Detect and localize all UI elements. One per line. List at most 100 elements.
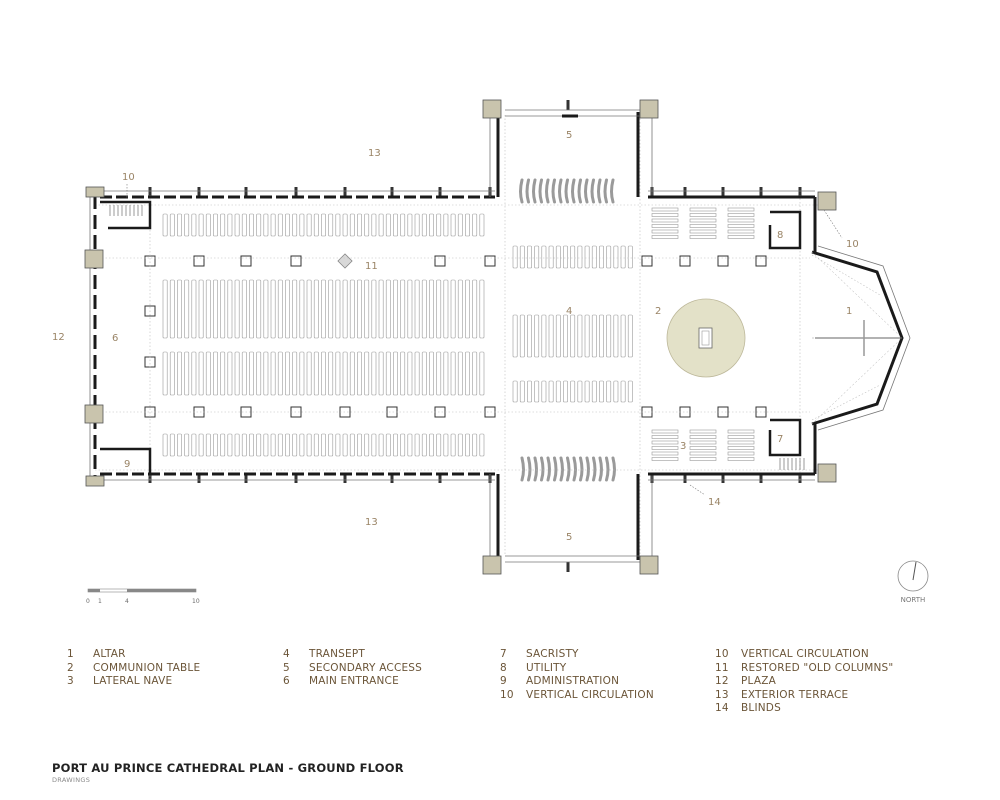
pew xyxy=(306,213,312,237)
pew xyxy=(479,351,485,396)
column xyxy=(144,356,156,368)
pew xyxy=(213,351,218,396)
pew xyxy=(551,178,556,204)
pew xyxy=(689,429,717,434)
plan-label-13-north: 13 xyxy=(368,148,381,159)
column xyxy=(755,255,767,267)
pew xyxy=(205,433,211,457)
pew xyxy=(599,314,604,358)
pew xyxy=(220,213,226,237)
pew xyxy=(371,279,377,339)
wall-post xyxy=(759,187,763,197)
pew xyxy=(512,245,518,269)
pew xyxy=(198,433,204,457)
wall-post xyxy=(390,473,394,483)
pew xyxy=(606,245,612,269)
wall-post xyxy=(343,473,347,483)
pew xyxy=(227,279,233,339)
plan-label-9: 9 xyxy=(124,459,130,470)
wall-post xyxy=(148,473,152,483)
pew xyxy=(371,351,377,396)
pew xyxy=(651,440,679,445)
pew xyxy=(400,213,406,237)
pew xyxy=(590,178,595,204)
plan-label-11: 11 xyxy=(365,261,378,272)
pew xyxy=(270,279,276,339)
pew xyxy=(436,351,442,396)
pew xyxy=(393,213,398,237)
pew xyxy=(527,380,532,403)
pew xyxy=(519,245,525,269)
plan-label-14: 14 xyxy=(708,497,721,508)
scale-label-0: 0 xyxy=(86,598,90,605)
pew xyxy=(584,380,590,403)
pew xyxy=(606,380,612,403)
pew xyxy=(220,351,226,396)
pew xyxy=(299,433,305,457)
pew xyxy=(527,245,532,269)
pew xyxy=(205,351,211,396)
pew xyxy=(525,178,530,204)
pew xyxy=(270,433,276,457)
pew xyxy=(285,433,290,457)
pew xyxy=(548,245,554,269)
pew xyxy=(299,213,305,237)
pew xyxy=(234,279,240,339)
column xyxy=(679,255,691,267)
pew xyxy=(727,435,755,439)
scale-label-10: 10 xyxy=(192,598,200,605)
pew xyxy=(335,279,341,339)
pew xyxy=(613,314,619,358)
pew xyxy=(393,279,398,339)
pew xyxy=(443,433,449,457)
pew xyxy=(584,178,589,204)
pew xyxy=(263,433,269,457)
pew xyxy=(270,213,276,237)
pew xyxy=(436,279,442,339)
pew xyxy=(241,213,247,237)
wall-post xyxy=(759,473,763,483)
pew xyxy=(555,245,561,269)
column xyxy=(290,255,302,267)
pew xyxy=(162,351,168,396)
pew xyxy=(599,380,604,403)
pew xyxy=(436,433,442,457)
pew xyxy=(292,213,298,237)
pew xyxy=(450,213,456,237)
pew xyxy=(277,351,283,396)
leader-lines xyxy=(126,184,843,496)
pew xyxy=(570,245,576,269)
pew xyxy=(472,213,478,237)
pew xyxy=(512,380,518,403)
pew xyxy=(689,446,717,450)
pew xyxy=(162,213,168,237)
pew xyxy=(443,279,449,339)
wall-post xyxy=(683,187,687,197)
pew xyxy=(328,433,334,457)
pew xyxy=(519,178,524,204)
pew xyxy=(213,213,218,237)
column xyxy=(641,406,653,418)
pew xyxy=(727,457,755,461)
pew xyxy=(620,380,626,403)
pew xyxy=(184,351,190,396)
plan-label-12: 12 xyxy=(52,332,65,343)
pew xyxy=(727,218,755,223)
pew xyxy=(306,351,312,396)
pew xyxy=(342,279,348,339)
pew xyxy=(400,351,406,396)
pew xyxy=(191,351,197,396)
column xyxy=(679,406,691,418)
column xyxy=(641,255,653,267)
pew xyxy=(534,380,540,403)
pew xyxy=(545,178,550,204)
pew xyxy=(512,314,518,358)
pew xyxy=(534,314,540,358)
column xyxy=(386,406,398,418)
pew xyxy=(328,351,334,396)
